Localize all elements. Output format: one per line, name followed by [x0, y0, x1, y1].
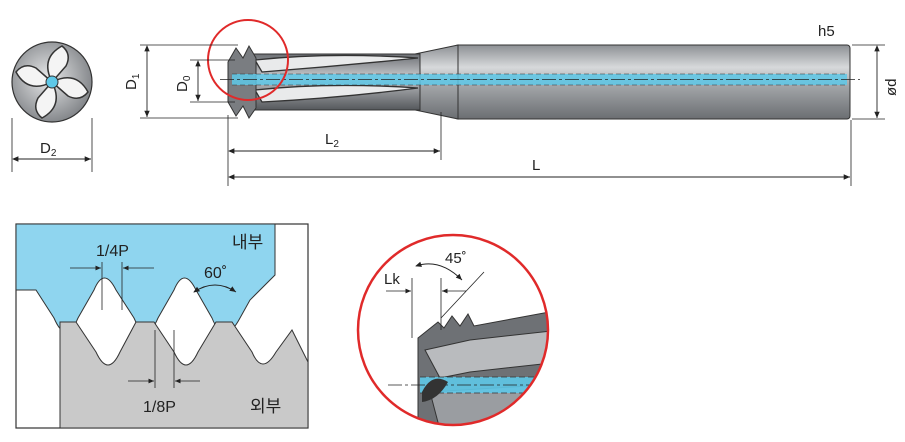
- tool-coolant-channel: [232, 74, 847, 85]
- coolant-hole: [45, 75, 59, 89]
- d1-sub: 1: [131, 73, 142, 79]
- d0-label: D: [174, 81, 191, 92]
- tool-helix-flutes: [253, 54, 419, 103]
- d0-sub: 0: [182, 75, 193, 81]
- thread-profile: 1/4P 60˚ 내부 1/8P 외부: [15, 223, 309, 429]
- thread-angle-label: 60˚: [204, 265, 227, 282]
- chamfer-angle-arc: [415, 261, 463, 281]
- d1-label: D: [123, 79, 140, 90]
- tool-side-view: D1 D0 L2 L ød h5: [123, 19, 900, 186]
- svg-text:D0: D0: [174, 75, 193, 92]
- l2-label: L: [325, 131, 333, 148]
- external-label: 외부: [250, 397, 281, 416]
- quarter-pitch-label: 1/4P: [96, 243, 129, 260]
- diameter-label: ød: [883, 78, 900, 96]
- chamfer-angle-label: 45˚: [445, 250, 467, 267]
- svg-text:D1: D1: [123, 73, 142, 90]
- lk-label: Lk: [384, 271, 400, 288]
- end-view: D2: [11, 41, 93, 172]
- tolerance-label: h5: [818, 23, 835, 40]
- detail-circle-border: [356, 233, 550, 427]
- svg-text:L2: L2: [325, 131, 339, 150]
- thread-angle-arc: [193, 284, 237, 293]
- d2-sub: 2: [51, 148, 57, 159]
- svg-text:D2: D2: [40, 140, 57, 159]
- eighth-pitch-label: 1/8P: [143, 399, 176, 416]
- external-thread-region: [59, 321, 309, 429]
- l-label: L: [532, 157, 540, 174]
- detail-view: Lk 45˚: [356, 233, 550, 427]
- internal-label: 내부: [232, 233, 263, 252]
- d2-label: D: [40, 140, 51, 157]
- end-view-flutes: [15, 45, 89, 119]
- l2-sub: 2: [333, 139, 339, 150]
